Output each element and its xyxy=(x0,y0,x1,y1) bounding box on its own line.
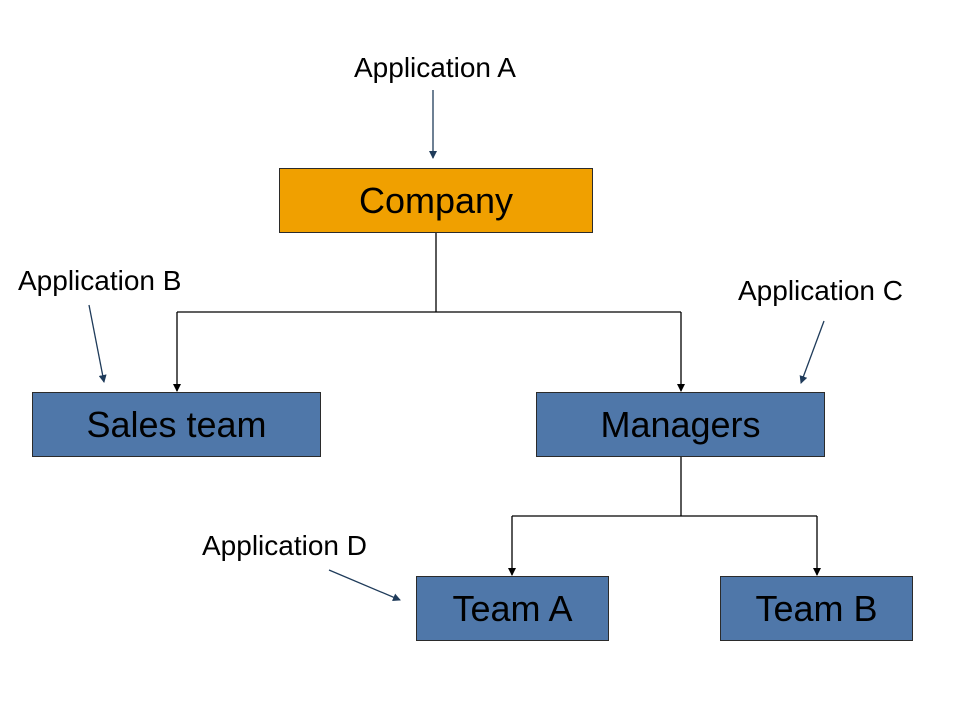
company-label: Company xyxy=(358,179,514,221)
application-b-label: Application B xyxy=(18,265,182,296)
team-b-node: Team B xyxy=(720,576,913,641)
application-a-label: Application A xyxy=(354,52,516,83)
application-c-arrow xyxy=(799,320,825,384)
application-d-arrow xyxy=(328,569,401,601)
managers-node: Managers xyxy=(536,392,825,457)
company-node: Company xyxy=(279,168,593,233)
team-a-label: Team A xyxy=(452,587,573,629)
sales-team-node: Sales team xyxy=(32,392,321,457)
managers-label: Managers xyxy=(600,403,761,445)
team-b-label: Team B xyxy=(755,587,878,629)
team-a-node: Team A xyxy=(416,576,609,641)
application-c-label: Application C xyxy=(738,275,903,306)
application-b-arrow xyxy=(88,304,107,383)
sales-team-label: Sales team xyxy=(86,403,267,445)
application-d-label: Application D xyxy=(202,530,367,561)
